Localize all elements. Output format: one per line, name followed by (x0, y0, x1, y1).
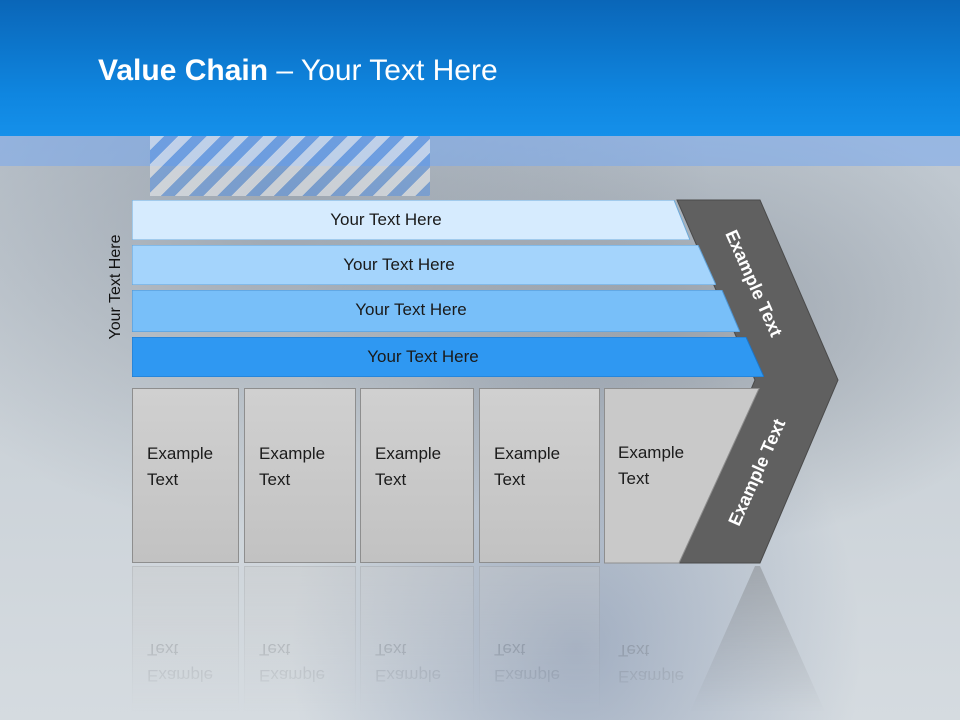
activity-box-3[interactable]: Example Text (360, 388, 474, 563)
box-line-1: Example (494, 444, 561, 463)
header-band (0, 0, 960, 136)
title-bold: Value Chain (98, 54, 269, 87)
activity-box-5-shape (604, 388, 760, 564)
diagonal-stripes-decoration (150, 136, 430, 196)
activity-box-2[interactable]: Example Text (244, 388, 356, 563)
bar-label: Your Text Here (343, 255, 455, 274)
activity-box-5[interactable]: Example Text (604, 388, 714, 563)
box-line-2: Text (375, 470, 407, 489)
box-line-1: Example (147, 444, 214, 463)
activity-box-4[interactable]: Example Text (479, 388, 600, 563)
slide-title[interactable]: Value Chain – Your Text Here (98, 54, 498, 88)
value-bar-3[interactable]: Your Text Here (132, 290, 740, 332)
box-line-1: Example (375, 444, 442, 463)
bar-label: Your Text Here (367, 347, 479, 366)
activity-box-1[interactable]: Example Text (132, 388, 239, 563)
bar-shape (132, 245, 716, 285)
value-bar-4[interactable]: Your Text Here (132, 337, 764, 377)
bar-shape (132, 200, 690, 240)
box-line-2: Text (259, 470, 291, 489)
bar-label: Your Text Here (355, 300, 467, 319)
box-line-2: Text (618, 469, 650, 488)
bar-shape (132, 290, 740, 332)
title-rest: – Your Text Here (268, 54, 498, 87)
box-line-1: Example (618, 443, 685, 462)
side-label[interactable]: Your Text Here (107, 234, 124, 340)
box-line-1: Example (259, 444, 326, 463)
value-bar-1[interactable]: Your Text Here (132, 200, 690, 240)
header-light-band (0, 136, 960, 166)
bar-label: Your Text Here (330, 210, 442, 229)
box-line-2: Text (147, 470, 179, 489)
value-bar-2[interactable]: Your Text Here (132, 245, 716, 285)
box-line-2: Text (494, 470, 526, 489)
bar-shape (132, 337, 764, 377)
